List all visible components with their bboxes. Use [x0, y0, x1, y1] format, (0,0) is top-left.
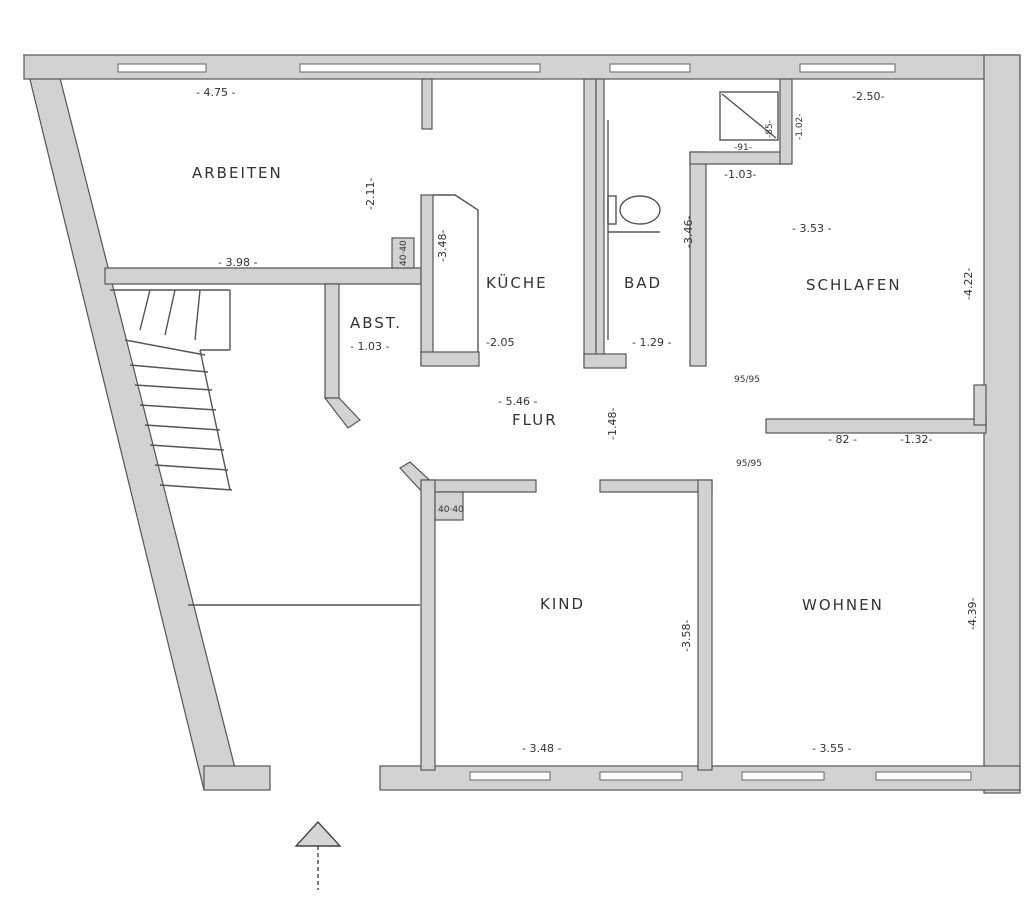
wall-kind-west: [420, 479, 436, 771]
interior-walls: [104, 78, 987, 771]
dim-bad-width: - 1.29 -: [632, 336, 671, 349]
dim-schlafen-82: - 82 -: [828, 433, 857, 446]
wall-kind-north-right: [599, 479, 713, 493]
wall-bad-south: [583, 353, 627, 369]
wall-bad-inner: [595, 78, 605, 365]
dim-arbeiten-bottom: - 3.98 -: [218, 256, 257, 269]
dim-kueche-width: -2.05: [486, 336, 514, 349]
shower-tray: [719, 91, 779, 141]
wall-arbeiten-stub: [421, 78, 433, 130]
toilet-bowl: [619, 195, 661, 225]
dim-kind-height: -3.58-: [680, 620, 693, 652]
dim-wohnen-width: - 3.55 -: [812, 742, 851, 755]
dim-chimney-small: 40·40: [399, 240, 409, 266]
room-label-wohnen: WOHNEN: [802, 596, 884, 614]
dim-flur-width: - 5.46 -: [498, 395, 537, 408]
wall-kueche-west: [420, 194, 434, 366]
wall-abst-corner: [323, 397, 361, 429]
dim-schlafen-height: -4.22-: [962, 268, 975, 300]
fixtures: [110, 91, 779, 606]
wall-schlafen-south: [765, 418, 987, 434]
dim-schlafen-top: -2.50-: [852, 90, 884, 103]
shower-diagonal: [721, 93, 777, 139]
room-label-abst: ABST.: [350, 314, 402, 332]
dim-shower-85: -85-: [765, 120, 775, 138]
entrance-arrow-icon: [294, 820, 342, 890]
room-labels: ARBEITEN KÜCHE BAD SCHLAFEN ABST. FLUR K…: [192, 164, 902, 614]
window-south-3: [741, 771, 825, 781]
wall-kind-north-left: [423, 479, 537, 493]
dim-door-95-bottom: 95/95: [736, 459, 762, 469]
room-label-kueche: KÜCHE: [486, 273, 548, 292]
room-label-flur: FLUR: [512, 411, 558, 429]
dim-door-95-top: 95/95: [734, 375, 760, 385]
room-label-arbeiten: ARBEITEN: [192, 164, 283, 182]
dim-flur-height: -1.48-: [606, 408, 619, 440]
window-south-1: [469, 771, 551, 781]
dim-arbeiten-height: -2.11-: [364, 178, 377, 210]
wall-bad-west: [583, 78, 597, 365]
window-north-2: [299, 63, 541, 73]
wall-kind-east: [697, 479, 713, 771]
wall-east: [983, 54, 1021, 794]
window-north-4: [799, 63, 896, 73]
dim-shower-91: -91-: [734, 143, 752, 153]
dim-chimney-kind: 40·40: [438, 505, 464, 515]
dim-schlafen-132: -1.32-: [900, 433, 932, 446]
windows: [117, 63, 972, 781]
dim-kueche-height: -3.48-: [436, 230, 449, 262]
window-south-4: [875, 771, 972, 781]
toilet-tank: [607, 195, 617, 225]
window-north-1: [117, 63, 207, 73]
wall-schlafen-north: [689, 151, 791, 165]
wall-kueche-south: [420, 351, 480, 367]
window-north-3: [609, 63, 691, 73]
wall-arbeiten-south: [104, 267, 422, 285]
dimensions: - 4.75 - -2.50- -2.11- - 3.98 - -3.48- -…: [196, 86, 979, 755]
dim-shower-102: -1.02-: [795, 113, 805, 140]
dim-dusche-103: -1.03-: [724, 168, 756, 181]
wall-south-left: [203, 765, 271, 791]
dim-schlafen-width: - 3.53 -: [792, 222, 831, 235]
wall-schlafen-west: [689, 151, 707, 367]
room-label-schlafen: SCHLAFEN: [806, 276, 902, 294]
window-south-2: [599, 771, 683, 781]
room-label-kind: KIND: [540, 595, 585, 613]
wall-schlafen-stub: [973, 384, 987, 426]
room-label-bad: BAD: [624, 274, 662, 292]
dim-abst-width: - 1.03 -: [350, 340, 389, 353]
dim-bad-height: -3.46-: [682, 216, 695, 248]
chimney-arbeiten: [391, 237, 415, 269]
wall-shower-east: [779, 78, 793, 165]
dim-arbeiten-width: - 4.75 -: [196, 86, 235, 99]
wall-abst-west: [324, 283, 340, 399]
dim-wohnen-height: -4.39-: [966, 598, 979, 630]
chimney-kind: [434, 491, 464, 521]
dim-kind-width: - 3.48 -: [522, 742, 561, 755]
kitchen-counter: [433, 194, 479, 352]
staircase: [110, 289, 233, 491]
